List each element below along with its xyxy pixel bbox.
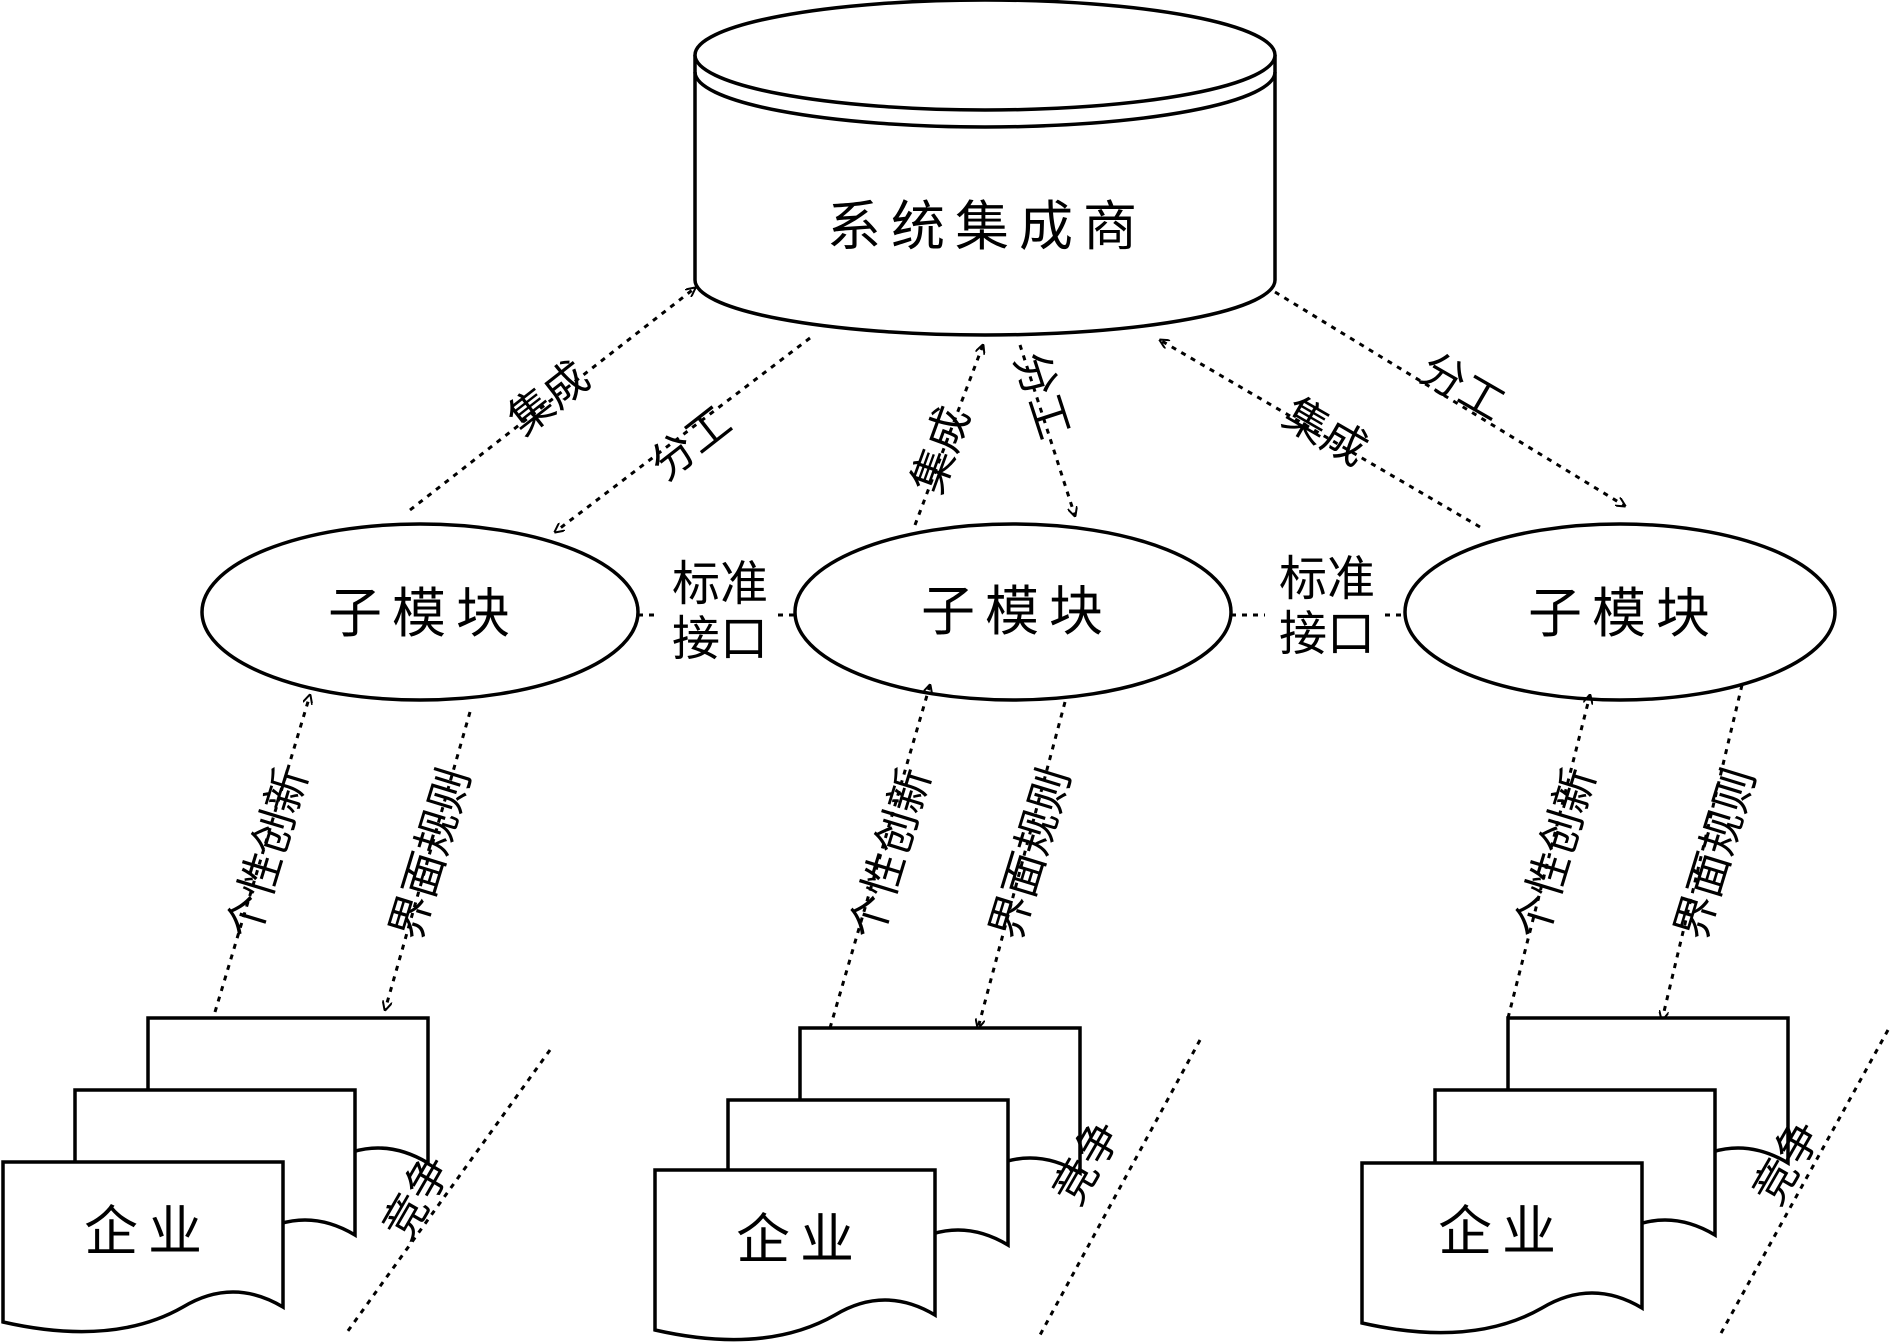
enterprise-stack-3: 企业 [1360,1016,1790,1335]
label-competition-1: 竞争 [373,1147,461,1249]
edge-division-1 [555,336,811,532]
edge-division-2 [1018,344,1075,516]
module-1-label: 子模块 [328,582,520,645]
integrator-cylinder: 系统集成商 [693,0,1277,337]
competition-line-1 [343,1049,552,1336]
enterprise-edge-labels: 个性创新 界面规则 个性创新 界面规则 个性创新 界面规则 [218,762,1766,945]
enterprise-stack-2: 企业 [653,1026,1082,1342]
edge-rules-2 [978,701,1067,1028]
label-integrate-1: 集成 [499,351,600,445]
enterprise-edges [213,684,1744,1029]
module-3-label: 子模块 [1528,582,1720,645]
edge-division-3 [1274,290,1625,506]
module-2: 子模块 [793,522,1233,702]
standard-interface-1: 标准 接口 [638,556,795,667]
label-division-1: 分工 [641,396,742,490]
edge-innovation-3 [1506,695,1590,1019]
competition-line-3 [1718,1029,1890,1336]
module-2-label: 子模块 [921,580,1113,643]
interface-1-line2: 接口 [672,611,768,667]
label-rules-2: 界面规则 [981,762,1081,945]
integration-edges [409,288,1625,532]
label-innovation-1: 个性创新 [218,762,318,945]
integration-edge-labels: 集成 分工 集成 分工 集成 分工 [499,343,1513,500]
label-division-2: 分工 [1004,346,1080,445]
edge-innovation-1 [213,695,310,1013]
interface-2-line2: 接口 [1279,606,1375,662]
label-innovation-2: 个性创新 [841,762,941,945]
competition-line-2 [1038,1039,1202,1336]
module-3: 子模块 [1403,522,1837,702]
label-rules-3: 界面规则 [1666,762,1766,945]
edge-integrate-1 [409,288,695,512]
label-integrate-2: 集成 [902,400,980,500]
edge-integrate-3 [1160,340,1481,529]
edge-rules-3 [1662,684,1744,1020]
enterprise-3-label: 企业 [1438,1200,1566,1263]
interface-2-line1: 标准 [1279,551,1375,607]
label-division-3: 分工 [1411,343,1513,431]
interface-1-line1: 标准 [672,556,768,612]
module-1: 子模块 [200,522,640,702]
label-innovation-3: 个性创新 [1506,762,1606,945]
edge-innovation-2 [828,685,930,1029]
standard-interface-2: 标准 接口 [1231,551,1405,662]
label-rules-1: 界面规则 [381,762,481,945]
enterprise-stack-1: 企业 [1,1016,430,1334]
label-integrate-3: 集成 [1274,388,1376,476]
enterprise-1-label: 企业 [84,1200,212,1263]
integrator-label: 系统集成商 [827,195,1147,258]
enterprise-2-label: 企业 [736,1208,864,1271]
edge-rules-1 [385,711,472,1010]
